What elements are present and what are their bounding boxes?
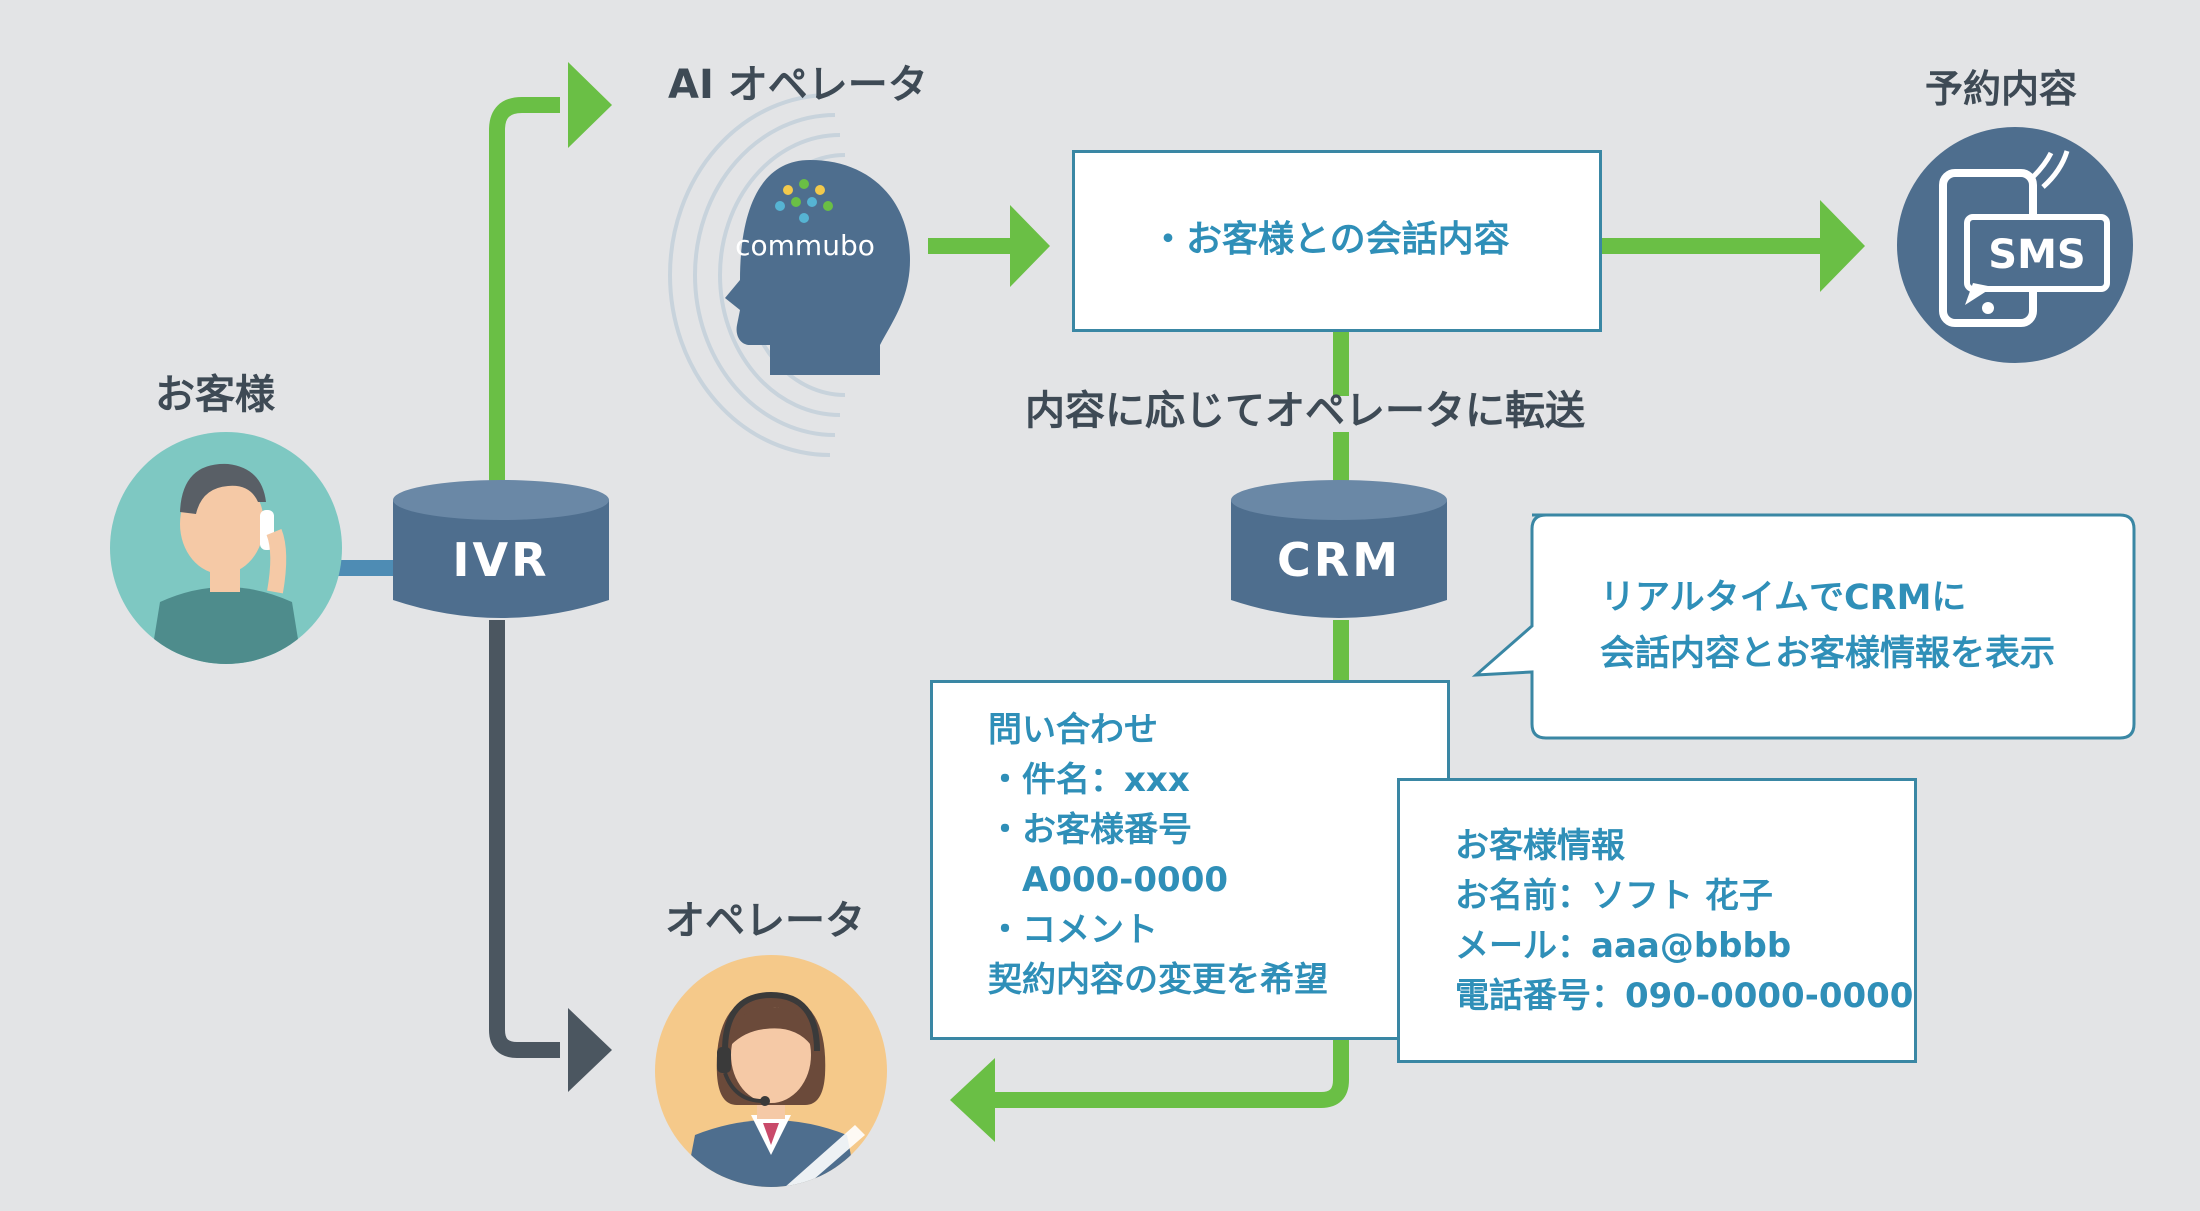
callout-line: 会話内容とお客様情報を表示 bbox=[1600, 634, 2056, 674]
customer-info-text: お客様情報 お名前：ソフト 花子 メール：aaa@bbbb 電話番号：090-0… bbox=[1455, 821, 1913, 1021]
callout-text: リアルタイムでCRMに 会話内容とお客様情報を表示 bbox=[1600, 570, 2055, 682]
conversation-box: ・お客様との会話内容 bbox=[1072, 150, 1602, 332]
inquiry-line: A000-0000 bbox=[988, 860, 1229, 900]
ai-to-box-line bbox=[928, 238, 1028, 254]
inquiry-card-text: 問い合わせ ・件名：xxx ・お客様番号 A000-0000 ・コメント 契約内… bbox=[988, 705, 1328, 1005]
inquiry-line: 問い合わせ bbox=[988, 710, 1158, 750]
ai-head-icon: commubo bbox=[725, 160, 910, 375]
box-to-sms-arrowhead bbox=[1820, 200, 1865, 292]
operator-label: オペレータ bbox=[665, 898, 865, 944]
crm-database-icon: CRM bbox=[1231, 480, 1447, 618]
crm-label: CRM bbox=[1277, 533, 1401, 587]
ai-operator-label: AI オペレータ bbox=[668, 62, 928, 108]
customer-info-line: お客様情報 bbox=[1455, 826, 1625, 866]
box-to-crm-line bbox=[1333, 328, 1349, 396]
callout-bubble bbox=[1471, 513, 2136, 740]
inquiry-line: ・お客様番号 bbox=[988, 810, 1192, 850]
box-to-sms-line bbox=[1598, 238, 1843, 254]
customer-ivr-connector bbox=[335, 560, 395, 576]
sms-label: SMS bbox=[1988, 232, 2085, 278]
reservation-label: 予約内容 bbox=[1925, 67, 2078, 111]
ivr-to-operator-arrow bbox=[489, 620, 560, 1058]
customer-info-line: メール：aaa@bbbb bbox=[1455, 926, 1792, 966]
ivr-to-ai-arrowhead bbox=[568, 62, 612, 148]
inquiry-line: 契約内容の変更を希望 bbox=[988, 960, 1328, 1000]
crm-to-operator-arrow bbox=[985, 620, 1349, 1108]
commubo-logo-text: commubo bbox=[735, 229, 875, 262]
inquiry-line: ・コメント bbox=[988, 910, 1158, 950]
callout-line: リアルタイムでCRMに bbox=[1600, 578, 1967, 618]
ivr-database-icon: IVR bbox=[393, 480, 609, 618]
operator-avatar bbox=[655, 955, 887, 1187]
crm-to-operator-arrowhead bbox=[950, 1058, 995, 1142]
customer-info-card: お客様情報 お名前：ソフト 花子 メール：aaa@bbbb 電話番号：090-0… bbox=[1397, 778, 1917, 1063]
customer-label: お客様 bbox=[155, 372, 275, 418]
inquiry-line: ・件名：xxx bbox=[988, 760, 1190, 800]
customer-avatar bbox=[110, 432, 342, 664]
customer-info-line: お名前：ソフト 花子 bbox=[1455, 876, 1773, 916]
ivr-label: IVR bbox=[452, 533, 549, 587]
commubo-dots-icon bbox=[775, 179, 833, 223]
sms-phone-icon: SMS bbox=[1897, 127, 2133, 363]
ivr-to-operator-arrowhead bbox=[568, 1008, 612, 1092]
ai-to-box-arrowhead bbox=[1010, 205, 1050, 287]
inquiry-card: 問い合わせ ・件名：xxx ・お客様番号 A000-0000 ・コメント 契約内… bbox=[930, 680, 1450, 1040]
ivr-to-ai-arrow bbox=[489, 97, 560, 490]
transfer-label: 内容に応じてオペレータに転送 bbox=[1025, 388, 1585, 434]
transfer-to-crm-line bbox=[1333, 432, 1349, 487]
conversation-text: ・お客様との会話内容 bbox=[1150, 219, 1510, 260]
customer-info-line: 電話番号：090-0000-0000 bbox=[1455, 976, 1914, 1016]
